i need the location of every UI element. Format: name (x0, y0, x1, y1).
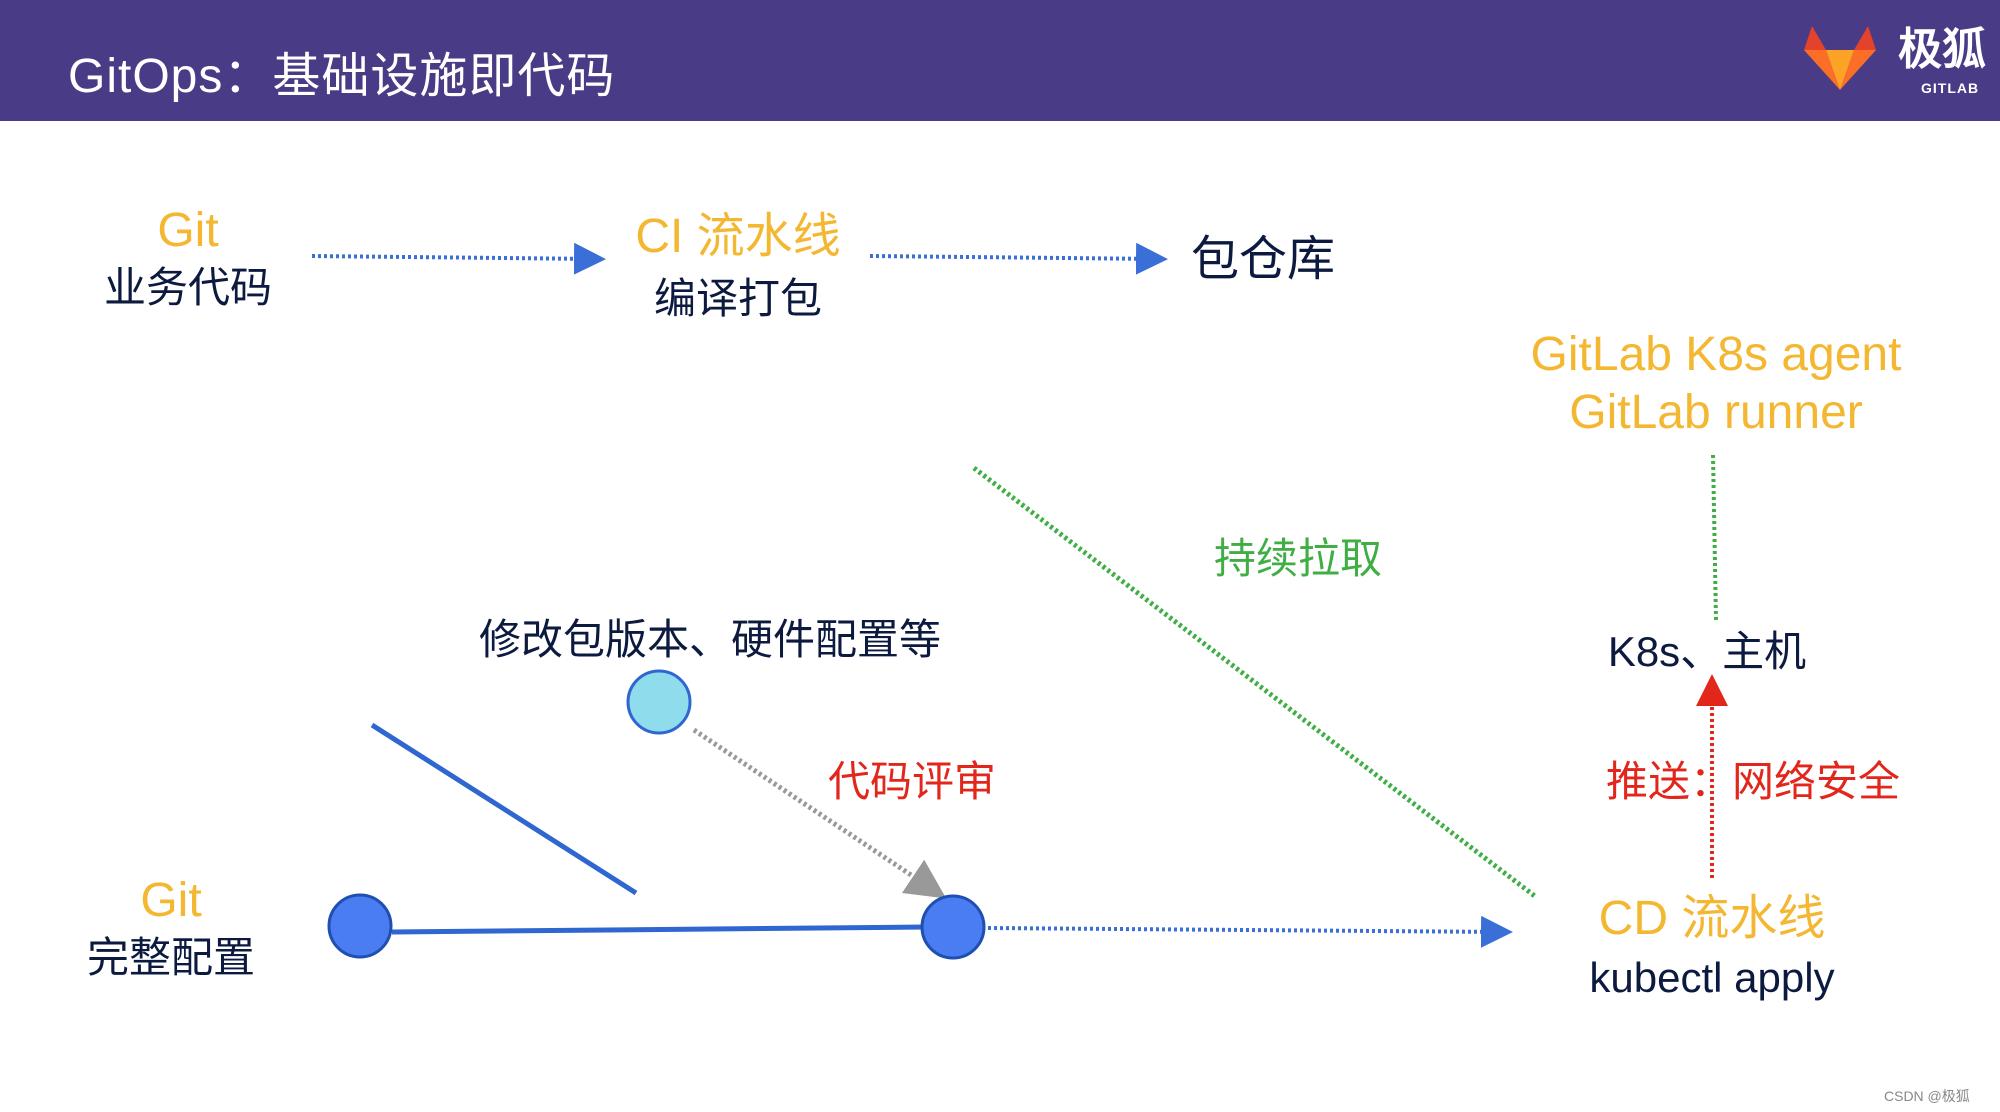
page-title: GitOps：基础设施即代码 (68, 50, 616, 103)
ci-pipeline-title: CI 流水线 (635, 210, 841, 263)
runner-label: GitLab runner (1569, 386, 1863, 439)
pull-green-vertical (1711, 454, 1718, 621)
cd-pipeline-subtitle: kubectl apply (1589, 954, 1835, 1001)
main-line (391, 924, 927, 935)
code-review-label: 代码评审 (827, 758, 997, 805)
change-commit-node (626, 669, 692, 735)
ci-pipeline-subtitle: 编译打包 (653, 275, 823, 322)
branch-line (370, 722, 638, 896)
k8s-agent-label: GitLab K8s agent (1530, 328, 1902, 381)
target-hosts-label: K8s、主机 (1607, 628, 1807, 675)
merge-to-cd-arrow (987, 915, 1513, 948)
review-gray-arrow (692, 727, 947, 899)
cd-pipeline-title: CD 流水线 (1598, 892, 1826, 945)
git-config-subtitle: 完整配置 (86, 934, 256, 981)
package-repository-label: 包仓库 (1190, 233, 1336, 286)
logo-subtext: GITLAB (1921, 80, 1980, 96)
git-to-ci-arrow (311, 242, 606, 275)
git-config-title: Git (140, 874, 202, 927)
git-business-subtitle: 业务代码 (103, 264, 273, 311)
continuous-pull-label: 持续拉取 (1213, 535, 1383, 582)
git-business-title: Git (157, 204, 219, 257)
logo-text: 极狐 (1898, 25, 1986, 74)
gitlab-fox-logo-icon (1804, 26, 1876, 90)
header-bar: GitOps：基础设施即代码 极狐 GITLAB (0, 0, 2000, 121)
pull-green-diagonal (972, 466, 1538, 899)
merge-node (920, 894, 986, 960)
git-start-node (327, 893, 393, 959)
watermark-text: CSDN @极狐 (1884, 1088, 1970, 1104)
change-description-label: 修改包版本、硬件配置等 (478, 616, 942, 663)
push-network-security-label: 推送：网络安全 (1605, 758, 1901, 805)
ci-to-repo-arrow (869, 242, 1168, 275)
